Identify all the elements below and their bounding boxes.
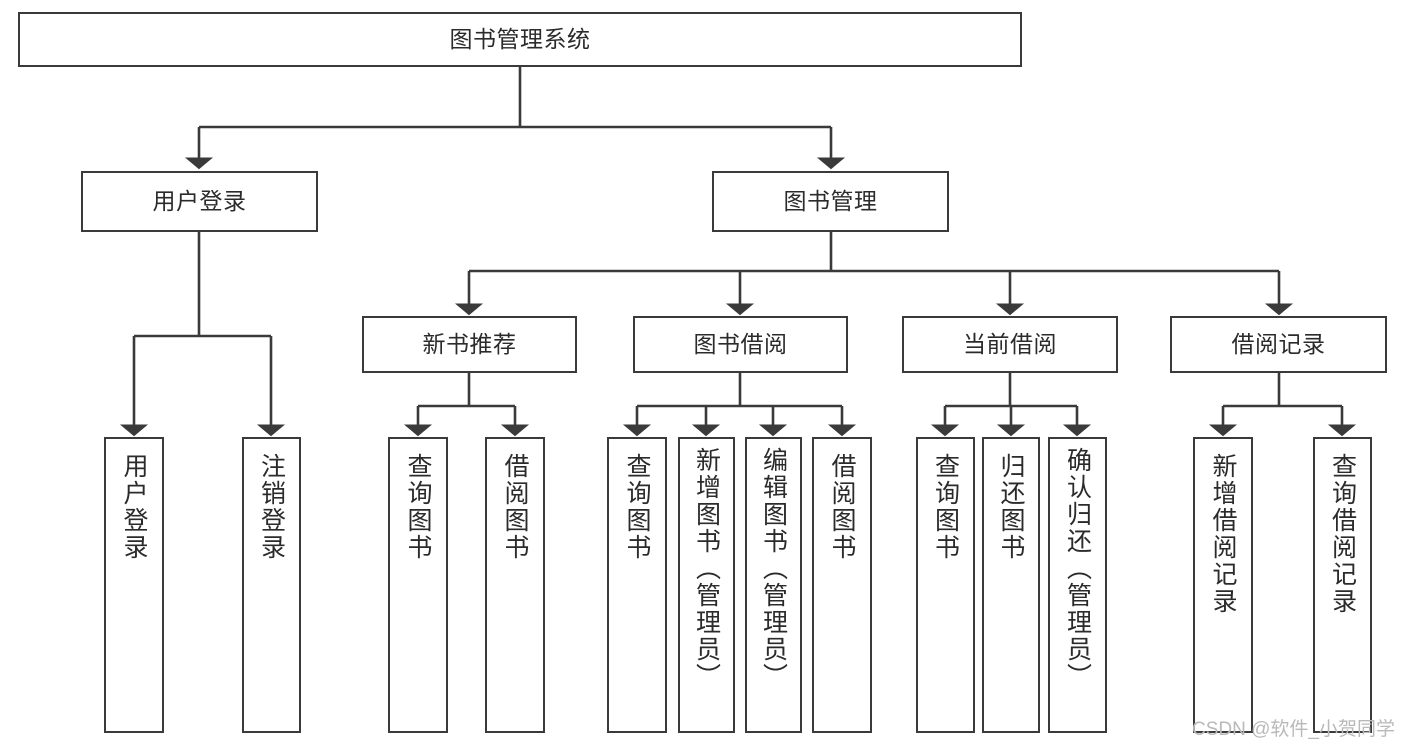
- node-root-book-management-system[interactable]: 图书管理系统: [18, 12, 1022, 67]
- leaf-current-borrow-query-book[interactable]: 查询图书: [916, 437, 975, 733]
- leaf-current-borrow-confirm-return-admin[interactable]: 确认归还（管理员）: [1048, 437, 1107, 733]
- leaf-book-borrow-edit-book-admin[interactable]: 编辑图书（管理员）: [745, 437, 802, 733]
- leaf-new-book-borrow-book[interactable]: 借阅图书: [485, 437, 545, 733]
- node-book-management[interactable]: 图书管理: [712, 171, 949, 232]
- node-label: 当前借阅: [963, 331, 1057, 357]
- leaf-borrow-record-add-record[interactable]: 新增借阅记录: [1193, 437, 1253, 733]
- node-label: 查询图书: [931, 453, 960, 561]
- leaf-book-borrow-query-book[interactable]: 查询图书: [607, 437, 667, 733]
- node-current-borrow[interactable]: 当前借阅: [902, 316, 1118, 373]
- node-label: 注销登录: [257, 453, 286, 561]
- node-borrow-record[interactable]: 借阅记录: [1170, 316, 1387, 373]
- node-label: 借阅图书: [828, 453, 856, 561]
- leaf-book-borrow-borrow-book[interactable]: 借阅图书: [812, 437, 872, 733]
- node-label: 查询图书: [623, 453, 651, 561]
- leaf-book-borrow-add-book-admin[interactable]: 新增图书（管理员）: [678, 437, 735, 733]
- leaf-borrow-record-query-record[interactable]: 查询借阅记录: [1313, 437, 1372, 733]
- leaf-user-login-login[interactable]: 用户登录: [104, 437, 164, 733]
- leaf-current-borrow-return-book[interactable]: 归还图书: [982, 437, 1040, 733]
- node-label: 图书管理: [783, 188, 878, 214]
- node-label: 用户登录: [120, 453, 148, 561]
- node-label: 新增借阅记录: [1209, 453, 1237, 615]
- node-label: 归还图书: [997, 453, 1025, 561]
- node-book-borrow[interactable]: 图书借阅: [633, 316, 848, 373]
- node-label: 编辑图书（管理员）: [759, 447, 788, 690]
- node-label: 图书管理系统: [449, 26, 591, 52]
- leaf-new-book-query-book[interactable]: 查询图书: [388, 437, 448, 733]
- node-user-login[interactable]: 用户登录: [81, 171, 318, 232]
- node-label: 借阅图书: [501, 453, 529, 561]
- node-label: 新书推荐: [422, 331, 517, 357]
- node-label: 用户登录: [152, 188, 247, 214]
- node-label: 借阅记录: [1231, 331, 1326, 357]
- node-label: 确认归还（管理员）: [1063, 447, 1092, 690]
- node-label: 新增图书（管理员）: [692, 447, 721, 690]
- node-label: 图书借阅: [693, 331, 788, 357]
- node-label: 查询图书: [404, 453, 432, 561]
- watermark-text: CSDN @软件_小贺同学: [1192, 719, 1395, 740]
- node-label: 查询借阅记录: [1328, 453, 1357, 615]
- node-new-book-recommend[interactable]: 新书推荐: [362, 316, 577, 373]
- leaf-user-login-logout[interactable]: 注销登录: [242, 437, 301, 733]
